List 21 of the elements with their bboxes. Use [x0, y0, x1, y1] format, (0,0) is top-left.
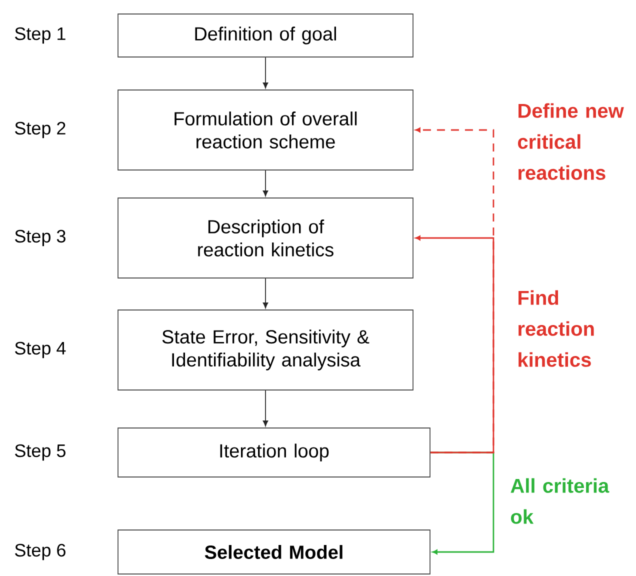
step-label: Step 4 [15, 342, 66, 358]
step-label: Step 5 [15, 444, 66, 461]
process-box: Iteration loop [118, 428, 430, 478]
arrow [262, 57, 268, 88]
arrow [262, 278, 268, 308]
arrow [262, 170, 268, 196]
arrow [415, 128, 494, 454]
edge-label: All criteria ok [510, 478, 610, 524]
process-box: Definition of goal [118, 14, 414, 58]
edge-label: Find reaction kinetics [518, 290, 594, 367]
process-box: Selected Model [118, 530, 430, 574]
step-label: Step 2 [15, 122, 66, 138]
step-label: Step 3 [15, 230, 66, 246]
edge-label: Define new critical reactions [518, 103, 624, 180]
arrow [262, 390, 268, 426]
process-box: State Error, Sensitivity & Identifiability analysisa [118, 310, 414, 390]
step-label: Step 6 [15, 544, 66, 560]
step-label: Step 1 [15, 27, 66, 44]
process-box: Formulation of overall reaction scheme [118, 90, 414, 170]
arrow [415, 236, 494, 454]
process-box: Description of reaction kinetics [118, 198, 414, 278]
